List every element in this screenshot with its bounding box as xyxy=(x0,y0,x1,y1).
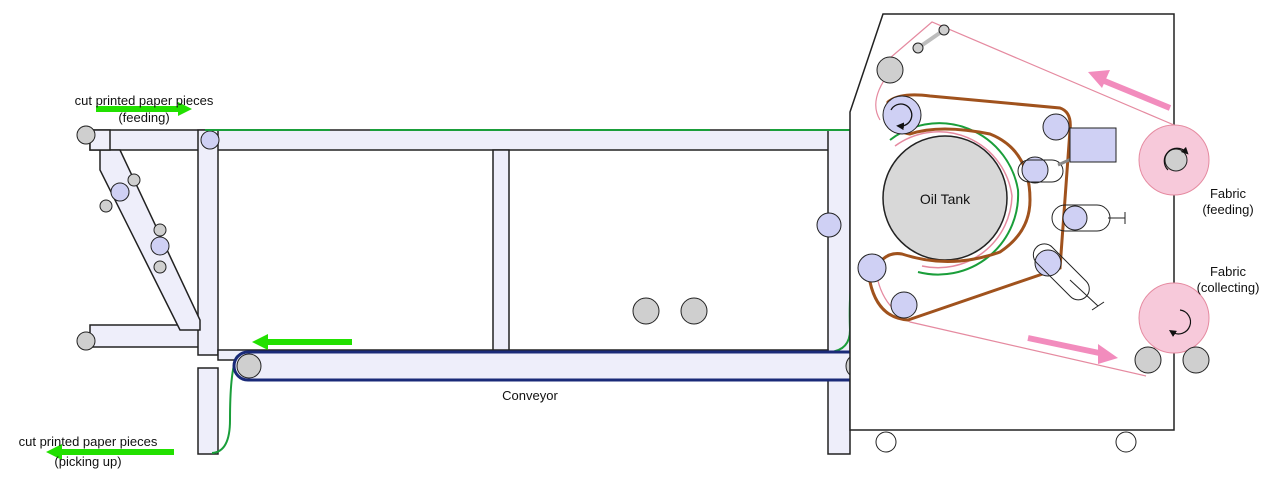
conveyor-direction-arrow xyxy=(252,334,352,350)
oil-tank-label: Oil Tank xyxy=(920,191,971,207)
diagonal-roller-group xyxy=(76,125,842,351)
fabric-feeding-roll xyxy=(1138,124,1210,196)
housing-rollers xyxy=(857,56,1088,319)
picking-label-line2: (picking up) xyxy=(54,454,121,469)
picking-label-line1: cut printed paper pieces xyxy=(19,434,158,449)
brown-belt xyxy=(868,93,1072,322)
fabric-collecting-label-line1: Fabric xyxy=(1210,264,1247,279)
oil-tank: Oil Tank xyxy=(882,122,1020,276)
fabric-collecting-roll xyxy=(1134,282,1210,374)
feeding-label-line2: (feeding) xyxy=(118,110,169,125)
fabric-collect-direction-arrow xyxy=(1027,335,1118,364)
coating-housing xyxy=(849,13,1175,453)
fabric-collecting-label-line2: (collecting) xyxy=(1197,280,1260,295)
conveyor-belt xyxy=(232,350,887,382)
feeding-arrow xyxy=(96,102,192,116)
conveyor-label: Conveyor xyxy=(502,388,558,403)
fabric-feeding-label-line1: Fabric xyxy=(1210,186,1247,201)
fabric-feeding-label-line2: (feeding) xyxy=(1202,202,1253,217)
tension-arms xyxy=(912,24,1126,311)
feeding-label-line1: cut printed paper pieces xyxy=(75,93,214,108)
fabric-feed-direction-arrow xyxy=(1088,70,1172,111)
conveyor-frame xyxy=(89,129,851,455)
picking-arrow xyxy=(46,444,174,460)
paper-path xyxy=(205,129,886,454)
